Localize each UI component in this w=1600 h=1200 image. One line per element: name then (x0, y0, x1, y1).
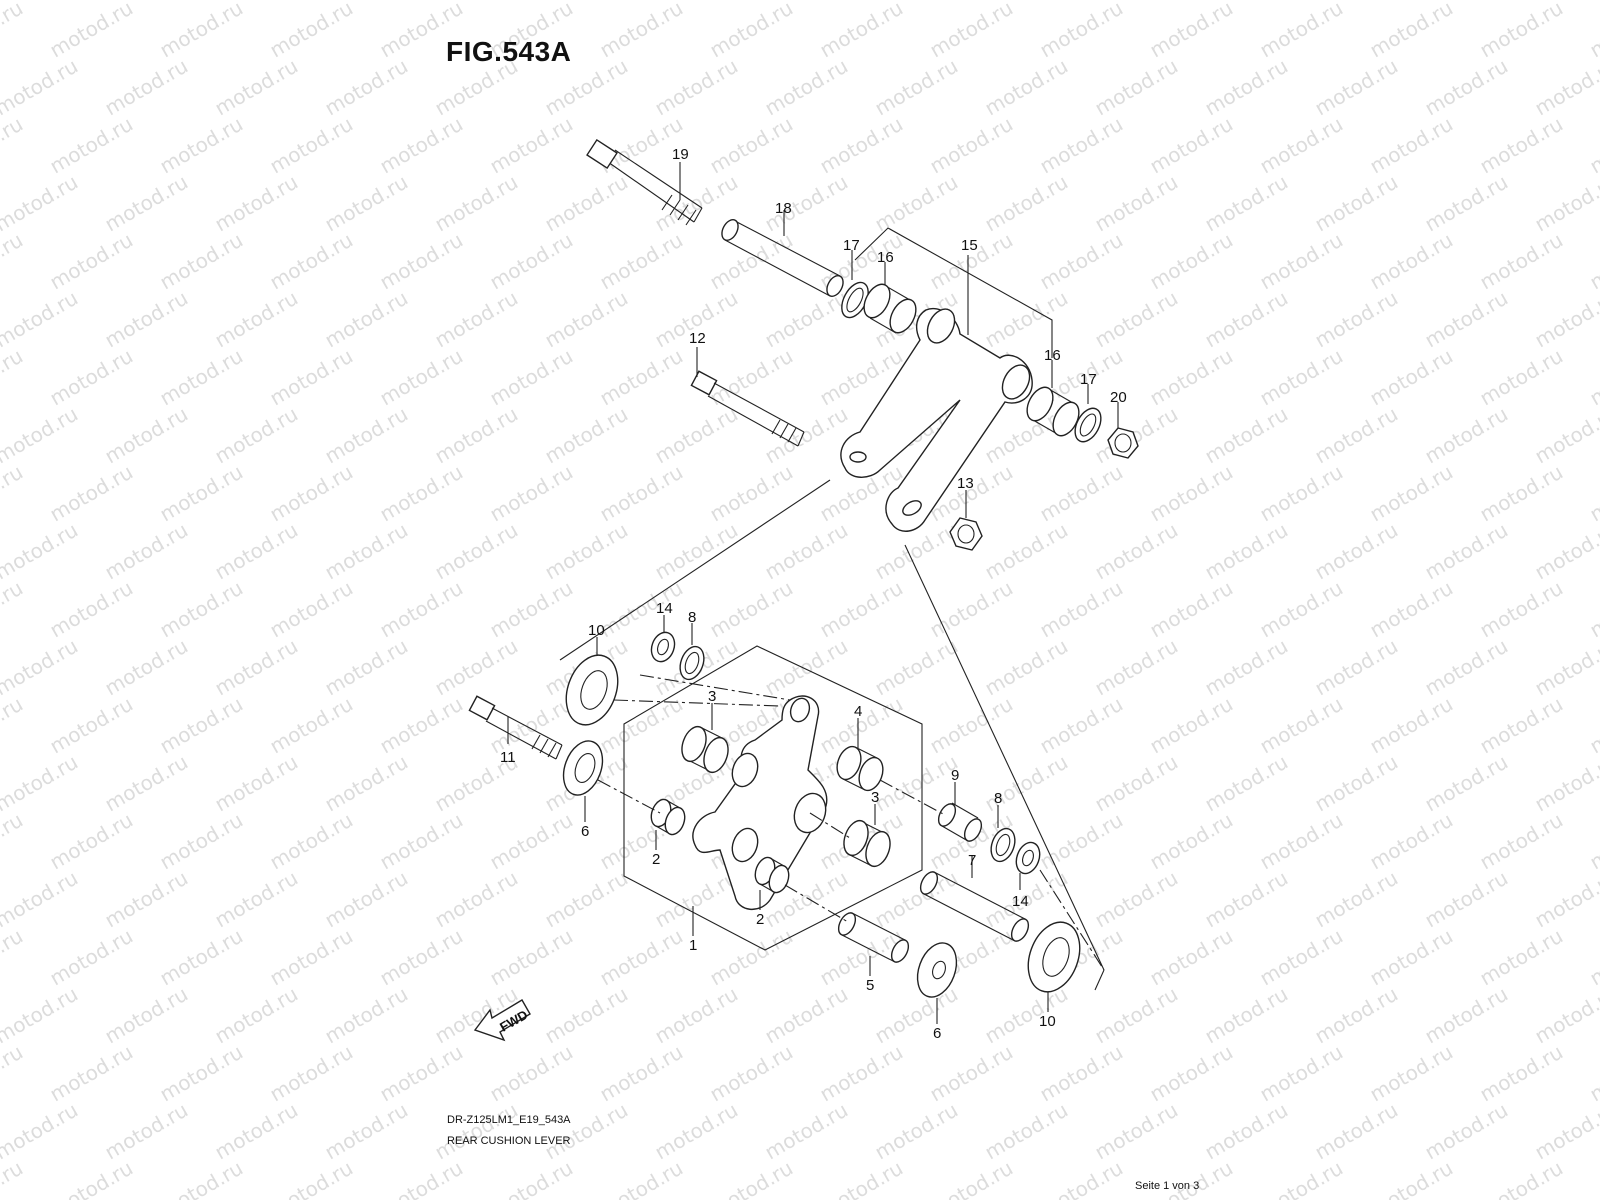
callout-8b[interactable]: 8 (994, 790, 1002, 807)
fwd-arrow-icon: FWD (473, 999, 531, 1042)
part-collar-9[interactable] (935, 801, 985, 844)
callout-2a[interactable]: 2 (652, 851, 660, 868)
part-collar-7[interactable] (917, 869, 1032, 944)
part-washer-14a[interactable] (648, 629, 679, 665)
callout-13[interactable]: 13 (957, 475, 974, 492)
part-collar-18[interactable] (719, 217, 847, 299)
guide-line-bottom (1094, 969, 1105, 991)
guide-line-left (559, 479, 831, 661)
figure-title: FIG.543A (446, 36, 572, 67)
axis-line-4 (879, 779, 946, 816)
group-bracket-15 (854, 227, 1053, 358)
part-bolt-11[interactable] (468, 695, 563, 760)
part-bearing-2a[interactable] (648, 797, 688, 837)
callout-10b[interactable]: 10 (1039, 1013, 1056, 1030)
callout-18[interactable]: 18 (775, 200, 792, 217)
part-bolt-12[interactable] (690, 370, 805, 447)
callout-1[interactable]: 1 (689, 937, 697, 954)
callout-6a[interactable]: 6 (581, 823, 589, 840)
axis-line-2 (639, 674, 791, 701)
part-seal-8b[interactable] (987, 825, 1019, 864)
page-number: Seite 1 von 3 (1135, 1180, 1200, 1192)
part-cushion-rod-15[interactable] (840, 304, 1035, 532)
model-code: DR-Z125LM1_E19_543A (447, 1114, 571, 1126)
callout-3a[interactable]: 3 (708, 688, 716, 705)
callout-10a[interactable]: 10 (588, 622, 605, 639)
axis-line-3 (597, 779, 661, 814)
callout-17a[interactable]: 17 (843, 237, 860, 254)
axis-line-6 (784, 884, 849, 923)
callout-16b[interactable]: 16 (1044, 347, 1061, 364)
part-seal-6b[interactable] (911, 938, 964, 1003)
part-seal-8a[interactable] (676, 643, 708, 682)
callout-8a[interactable]: 8 (688, 609, 696, 626)
callout-2b[interactable]: 2 (756, 911, 764, 928)
part-nut-20[interactable] (1107, 427, 1139, 459)
axis-line-1 (613, 699, 781, 707)
leader-lines (507, 162, 1119, 1024)
part-bearing-3b[interactable] (840, 817, 895, 869)
callout-6b[interactable]: 6 (933, 1025, 941, 1042)
callout-20[interactable]: 20 (1110, 389, 1127, 406)
part-lever-assembly-1[interactable] (623, 645, 923, 951)
part-bearing-16a[interactable] (859, 280, 921, 337)
guide-line-right (904, 544, 1105, 971)
part-washer-10a[interactable] (557, 648, 627, 732)
part-bolt-19[interactable] (586, 138, 703, 226)
callout-15[interactable]: 15 (961, 237, 978, 254)
callout-12[interactable]: 12 (689, 330, 706, 347)
part-seal-6a[interactable] (557, 736, 610, 801)
part-bearing-16b[interactable] (1022, 383, 1084, 440)
callout-7[interactable]: 7 (968, 852, 976, 869)
callout-3b[interactable]: 3 (871, 789, 879, 806)
axis-line-7 (1039, 869, 1105, 971)
callout-5[interactable]: 5 (866, 977, 874, 994)
part-washer-10b[interactable] (1019, 915, 1089, 999)
callout-14a[interactable]: 14 (656, 600, 673, 617)
part-collar-5[interactable] (835, 910, 912, 965)
callout-4[interactable]: 4 (854, 703, 862, 720)
part-washer-14b[interactable] (1012, 839, 1044, 877)
part-bearing-4[interactable] (833, 743, 887, 793)
part-bearing-3a[interactable] (678, 723, 733, 775)
callout-14b[interactable]: 14 (1012, 893, 1029, 910)
callout-9[interactable]: 9 (951, 767, 959, 784)
callout-19[interactable]: 19 (672, 146, 689, 163)
part-nut-13[interactable] (949, 517, 983, 551)
diagram-description: REAR CUSHION LEVER (447, 1135, 571, 1147)
callout-16a[interactable]: 16 (877, 249, 894, 266)
callout-17b[interactable]: 17 (1080, 371, 1097, 388)
part-bearing-2b[interactable] (752, 855, 792, 895)
callout-11[interactable]: 11 (500, 749, 516, 766)
axis-line-5 (809, 812, 851, 839)
